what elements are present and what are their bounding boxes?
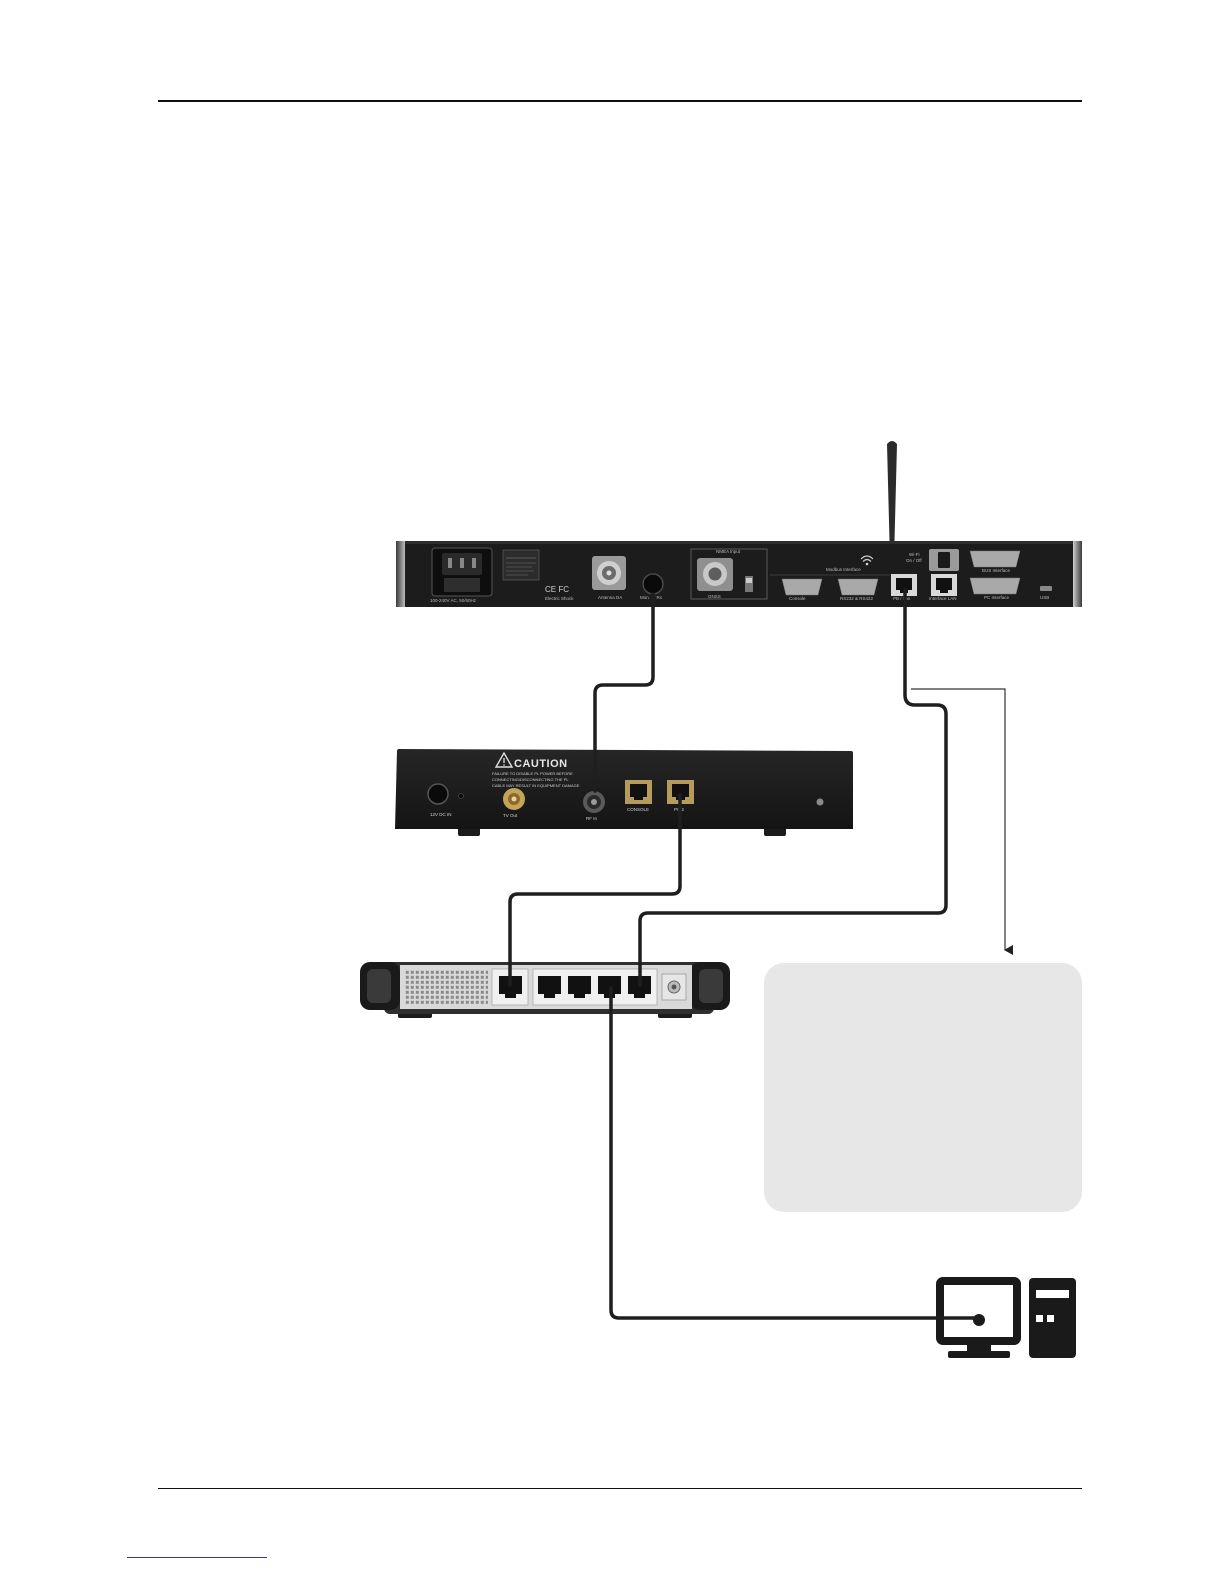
switch-power-jack — [661, 973, 687, 1001]
wifi-icon — [860, 555, 874, 566]
switch-port-3 — [568, 976, 591, 998]
footer-link-underline — [127, 1557, 267, 1558]
power-rating-label: 100-240V AC, 50/60Hz — [430, 598, 477, 603]
interface-lan-label: Interface LAN — [929, 596, 957, 601]
modbus-interface-label: Modbus Interface — [826, 567, 861, 572]
console-port-label: Console — [789, 596, 806, 601]
pc-interface-connector — [969, 577, 1021, 595]
console-port-label-adapter: CONSOLE — [627, 807, 649, 812]
wifi-label: Wi-Fi — [909, 552, 920, 557]
modbus-interface-group: Modbus Interface Console RS232 & RS422 — [770, 567, 890, 601]
bus-interface-connector — [969, 550, 1021, 568]
gnss-label: GNSS — [708, 594, 721, 599]
desktop-computer-icon — [936, 1277, 1076, 1358]
wifi-state-label: On / Off — [906, 558, 922, 563]
caution-line-1: FAILURE TO DISABLE PL POWER BEFORE — [492, 771, 573, 776]
caution-line-2: CONNECTING/DISCONNECTING THE PL — [492, 777, 569, 782]
pb-lan-label: PB / Lan — [893, 596, 911, 601]
caution-line-3: CABLE MAY RESULT IN EQUIPMENT DAMAGE — [492, 783, 580, 788]
usb-label: USB — [1040, 595, 1049, 600]
rf-in-label: RF In — [586, 816, 597, 821]
ground-screw — [816, 798, 824, 806]
pc-interface-label: PC Interface — [984, 595, 1010, 600]
switch-port-2 — [538, 976, 561, 998]
receiver-endcap-left — [396, 541, 405, 607]
reference-arrow — [911, 688, 1013, 955]
nmea-input-label: NMEA Input — [716, 549, 741, 554]
cable-receiver-to-switch — [638, 588, 948, 987]
rf-in-connector — [583, 791, 605, 813]
compliance-marks: CE FC — [545, 585, 569, 594]
dc-power-jack — [427, 783, 464, 805]
power-jack-label: 12V DC IN — [430, 812, 452, 817]
monitor-rx-connector — [642, 573, 664, 595]
cable-switch-to-computer — [609, 986, 980, 1320]
antenna-connector — [592, 556, 626, 590]
interface-lan-port — [931, 574, 957, 596]
wifi-switch[interactable] — [929, 549, 959, 571]
warning-label — [502, 549, 540, 581]
rs232-port-label: RS232 & RS422 — [840, 596, 874, 601]
receiver-rear-panel: 100-240V AC, 50/60Hz CE FC Electric Shoc… — [396, 541, 1082, 607]
footer-rule — [158, 1488, 1082, 1489]
adapter-box: CAUTION FAILURE TO DISABLE PL POWER BEFO… — [395, 749, 853, 836]
receiver-endcap-right — [1073, 541, 1082, 607]
console-rj45-port — [625, 780, 652, 804]
cable-receiver-to-adapter — [593, 592, 655, 793]
usb-port — [1040, 586, 1052, 591]
power-inlet — [431, 547, 493, 597]
tv-out-connector — [503, 788, 525, 810]
network-switch — [360, 962, 730, 1018]
antenna-port-label: Antenna DA — [598, 595, 622, 600]
tv-out-label: TV Out — [503, 813, 518, 818]
pb-lan-port — [891, 574, 917, 596]
caution-title: CAUTION — [514, 758, 568, 770]
bus-interface-label: BUS Interface — [982, 568, 1011, 573]
note-panel — [764, 963, 1082, 1212]
nmea-input-group: NMEA Input GNSS — [690, 548, 768, 600]
switch-vent-grille — [404, 969, 488, 1005]
electric-shock-label: Electric Shock — [545, 596, 574, 601]
header-rule — [158, 100, 1082, 102]
cable-adapter-to-switch — [508, 793, 682, 987]
warning-triangle-icon — [494, 751, 514, 768]
